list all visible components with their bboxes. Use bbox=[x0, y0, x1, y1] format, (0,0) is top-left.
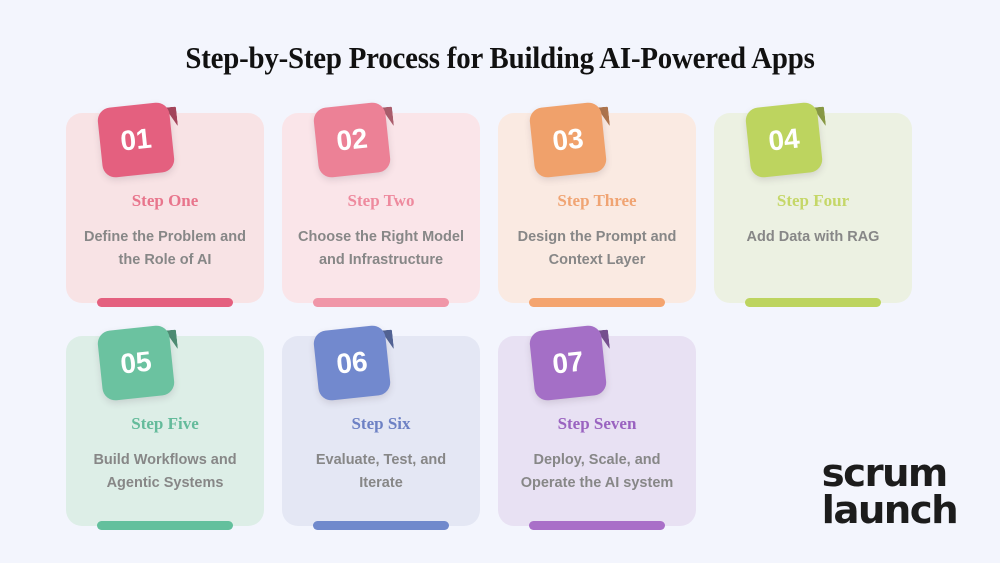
step-number-badge: 06 bbox=[312, 324, 395, 402]
page-title: Step-by-Step Process for Building AI-Pow… bbox=[185, 40, 815, 75]
step-description: Evaluate, Test, and Iterate bbox=[315, 452, 447, 491]
badge-square: 01 bbox=[96, 101, 176, 179]
badge-square: 06 bbox=[312, 324, 392, 402]
step-title: Step Four bbox=[776, 191, 850, 210]
step-description: Add Data with RAG bbox=[746, 229, 880, 245]
step-description: Design the Prompt and Context Layer bbox=[517, 229, 677, 268]
accent-bar bbox=[313, 521, 449, 530]
accent-bar bbox=[529, 298, 665, 307]
logo-line-launch: launch bbox=[821, 488, 959, 533]
step-number-badge: 02 bbox=[312, 101, 395, 179]
accent-bar bbox=[97, 298, 233, 307]
accent-bar bbox=[97, 521, 233, 530]
accent-bar bbox=[745, 298, 881, 307]
badge-number-label: 01 bbox=[118, 122, 154, 157]
badge-number-label: 04 bbox=[766, 122, 802, 157]
badge-number-label: 02 bbox=[334, 122, 370, 157]
logo-line-scrum: scrum bbox=[821, 451, 949, 496]
badge-square: 07 bbox=[528, 324, 608, 402]
badge-square: 02 bbox=[312, 101, 392, 179]
badge-square: 03 bbox=[528, 101, 608, 179]
badge-square: 05 bbox=[96, 324, 176, 402]
badge-number-label: 05 bbox=[118, 345, 154, 380]
step-number-badge: 04 bbox=[744, 101, 827, 179]
accent-bar bbox=[313, 298, 449, 307]
step-number-badge: 07 bbox=[528, 324, 611, 402]
badge-number-label: 03 bbox=[550, 122, 586, 157]
badge-number-label: 06 bbox=[334, 345, 370, 380]
badge-number-label: 07 bbox=[550, 345, 586, 380]
step-title: Step Seven bbox=[557, 414, 637, 433]
step-number-badge: 01 bbox=[96, 101, 179, 179]
badge-square: 04 bbox=[744, 101, 824, 179]
step-title: Step One bbox=[131, 191, 199, 210]
step-title: Step Six bbox=[351, 414, 411, 433]
step-description: Build Workflows and Agentic Systems bbox=[93, 452, 237, 491]
accent-bar bbox=[529, 521, 665, 530]
step-title: Step Five bbox=[131, 414, 199, 433]
step-description: Deploy, Scale, and Operate the AI system bbox=[520, 452, 674, 491]
step-description: Define the Problem and the Role of AI bbox=[84, 229, 246, 268]
step-number-badge: 03 bbox=[528, 101, 611, 179]
brand-logo: scrum launch bbox=[821, 451, 959, 533]
step-number-badge: 05 bbox=[96, 324, 179, 402]
step-description: Choose the Right Model and Infrastructur… bbox=[298, 229, 464, 268]
step-title: Step Three bbox=[557, 191, 637, 210]
step-title: Step Two bbox=[347, 191, 415, 210]
